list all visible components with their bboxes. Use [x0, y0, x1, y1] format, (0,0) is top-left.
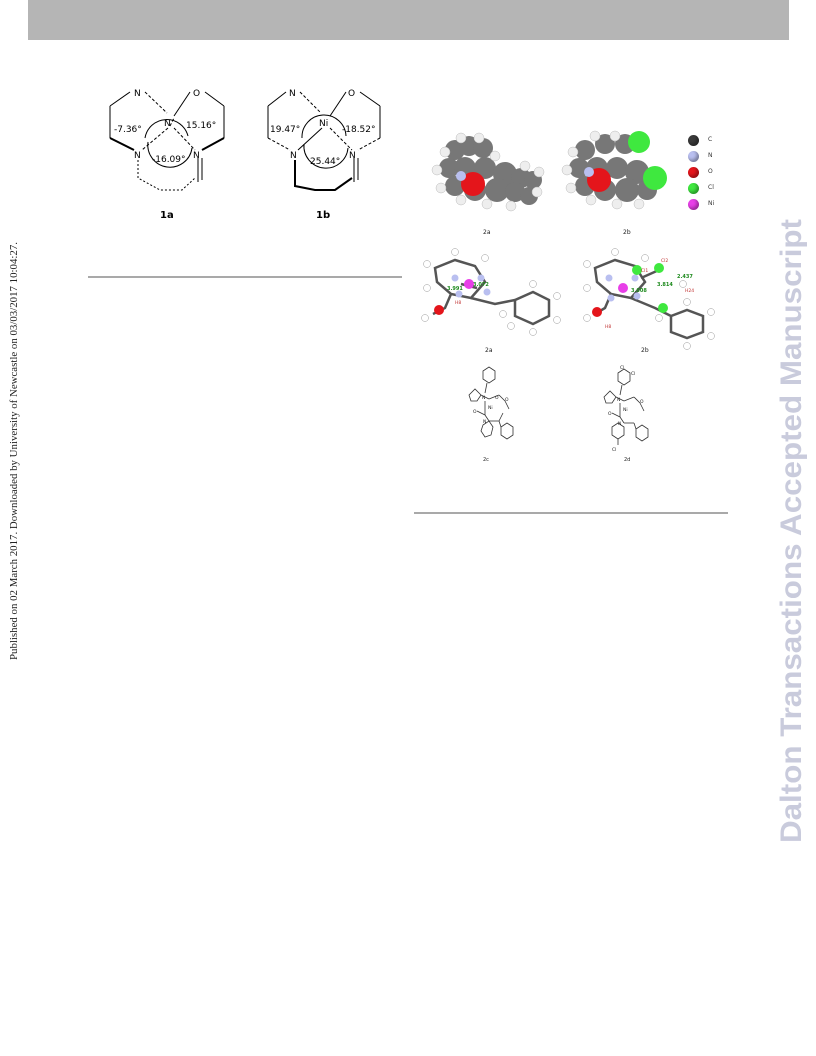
label-space-filling-2a: 2a — [483, 229, 491, 236]
legend-label-cl: Cl — [708, 184, 714, 191]
legend-label-o: O — [708, 168, 713, 175]
atom-2c-metal: Ni — [488, 405, 493, 411]
watermark-text: Dalton Transactions Accepted Manuscript — [775, 219, 808, 843]
legend-label-ni: Ni — [708, 200, 715, 207]
legend-swatch-cl — [688, 183, 699, 194]
legend-swatch-o — [688, 167, 699, 178]
publication-note-text: Published on 02 March 2017. Downloaded b… — [9, 242, 20, 660]
atom-2c-o3: O — [473, 409, 477, 415]
distance-2b-3: 2.437 — [677, 274, 693, 280]
legend-swatch-n — [688, 151, 699, 162]
atom-2c-n1: N — [482, 395, 485, 401]
label-ball-stick-2a: 2a — [485, 347, 493, 354]
atom-2c-n2: N — [483, 419, 486, 425]
ball-stick-2a: 3.991 3.072 H8 2a — [415, 248, 565, 358]
atom-2d-cl2: Cl — [631, 371, 635, 377]
angle-1b-right: -18.52° — [342, 125, 376, 135]
space-filling-2b: 2b — [555, 128, 685, 240]
legend-label-n: N — [708, 152, 713, 159]
atom-1b-n-left: N — [290, 151, 297, 161]
atom-label-2b-h24: H24 — [685, 288, 694, 294]
distance-2a-1: 3.991 — [447, 286, 463, 292]
scheme-1: N O N N N -7.36° 15.16° -16.09° N O Ni N… — [90, 78, 400, 228]
angle-1b-bottom: 25.44° — [310, 157, 340, 167]
atom-2d-n1: N — [617, 397, 620, 403]
label-1a: 1a — [160, 210, 174, 221]
scheme-divider — [88, 276, 402, 278]
structure-2d: Cl Cl N O Ni O N Cl 2d — [590, 365, 660, 465]
atom-1b-n-top: N — [289, 89, 296, 99]
atom-1a-o: O — [193, 89, 200, 99]
angle-1a-right: 15.16° — [186, 121, 216, 131]
label-ball-stick-2b: 2b — [641, 347, 649, 354]
label-structure-2c: 2c — [483, 457, 489, 463]
atom-1b-n-right: N — [349, 151, 356, 161]
atom-legend: C N O Cl Ni — [688, 134, 758, 214]
distance-2a-2: 3.072 — [473, 282, 489, 288]
structure-2c: N O O Ni O N 2c — [455, 365, 525, 465]
atom-1a-n-center: N — [164, 119, 171, 129]
atom-1b-metal: Ni — [319, 119, 328, 129]
label-space-filling-2b: 2b — [623, 229, 631, 236]
distance-2b-1: 3.008 — [631, 288, 647, 294]
atom-2d-o2: O — [608, 411, 612, 417]
legend-swatch-c — [688, 135, 699, 146]
atom-label-2b-cl2: Cl2 — [661, 258, 668, 264]
space-filling-2a: 2a — [425, 128, 550, 240]
atom-2c-o1: O — [495, 395, 499, 401]
distance-2b-2: 3.814 — [657, 282, 673, 288]
watermark: Dalton Transactions Accepted Manuscript — [768, 215, 812, 845]
atom-2d-o1: O — [640, 399, 644, 405]
legend-swatch-ni — [688, 199, 699, 210]
atom-1a-n-left: N — [134, 151, 141, 161]
header-bar — [28, 0, 789, 40]
atom-2d-cl1: Cl — [620, 365, 624, 371]
label-1b: 1b — [316, 210, 330, 221]
angle-1a-bottom: -16.09° — [152, 155, 186, 165]
angle-1b-left: 19.47° — [270, 125, 300, 135]
figure-divider — [414, 512, 728, 514]
atom-2d-n2: N — [618, 421, 621, 427]
atom-2c-o2: O — [505, 397, 509, 403]
atom-label-2b-h8: H8 — [605, 324, 611, 330]
atom-2d-cl3: Cl — [612, 447, 616, 453]
atom-label-2b-cl1: Cl1 — [641, 268, 648, 274]
legend-label-c: C — [708, 136, 713, 143]
publication-note: Published on 02 March 2017. Downloaded b… — [2, 240, 24, 660]
label-structure-2d: 2d — [624, 457, 630, 463]
atom-label-2a-h8: H8 — [455, 300, 461, 306]
atom-2d-metal: Ni — [623, 407, 628, 413]
atom-1a-n-right: N — [193, 151, 200, 161]
ball-stick-2b: 3.008 3.814 2.437 Cl2 Cl1 H24 H8 2b — [575, 248, 725, 358]
atom-1b-o: O — [348, 89, 355, 99]
atom-1a-n-top: N — [134, 89, 141, 99]
angle-1a-left: -7.36° — [114, 125, 142, 135]
